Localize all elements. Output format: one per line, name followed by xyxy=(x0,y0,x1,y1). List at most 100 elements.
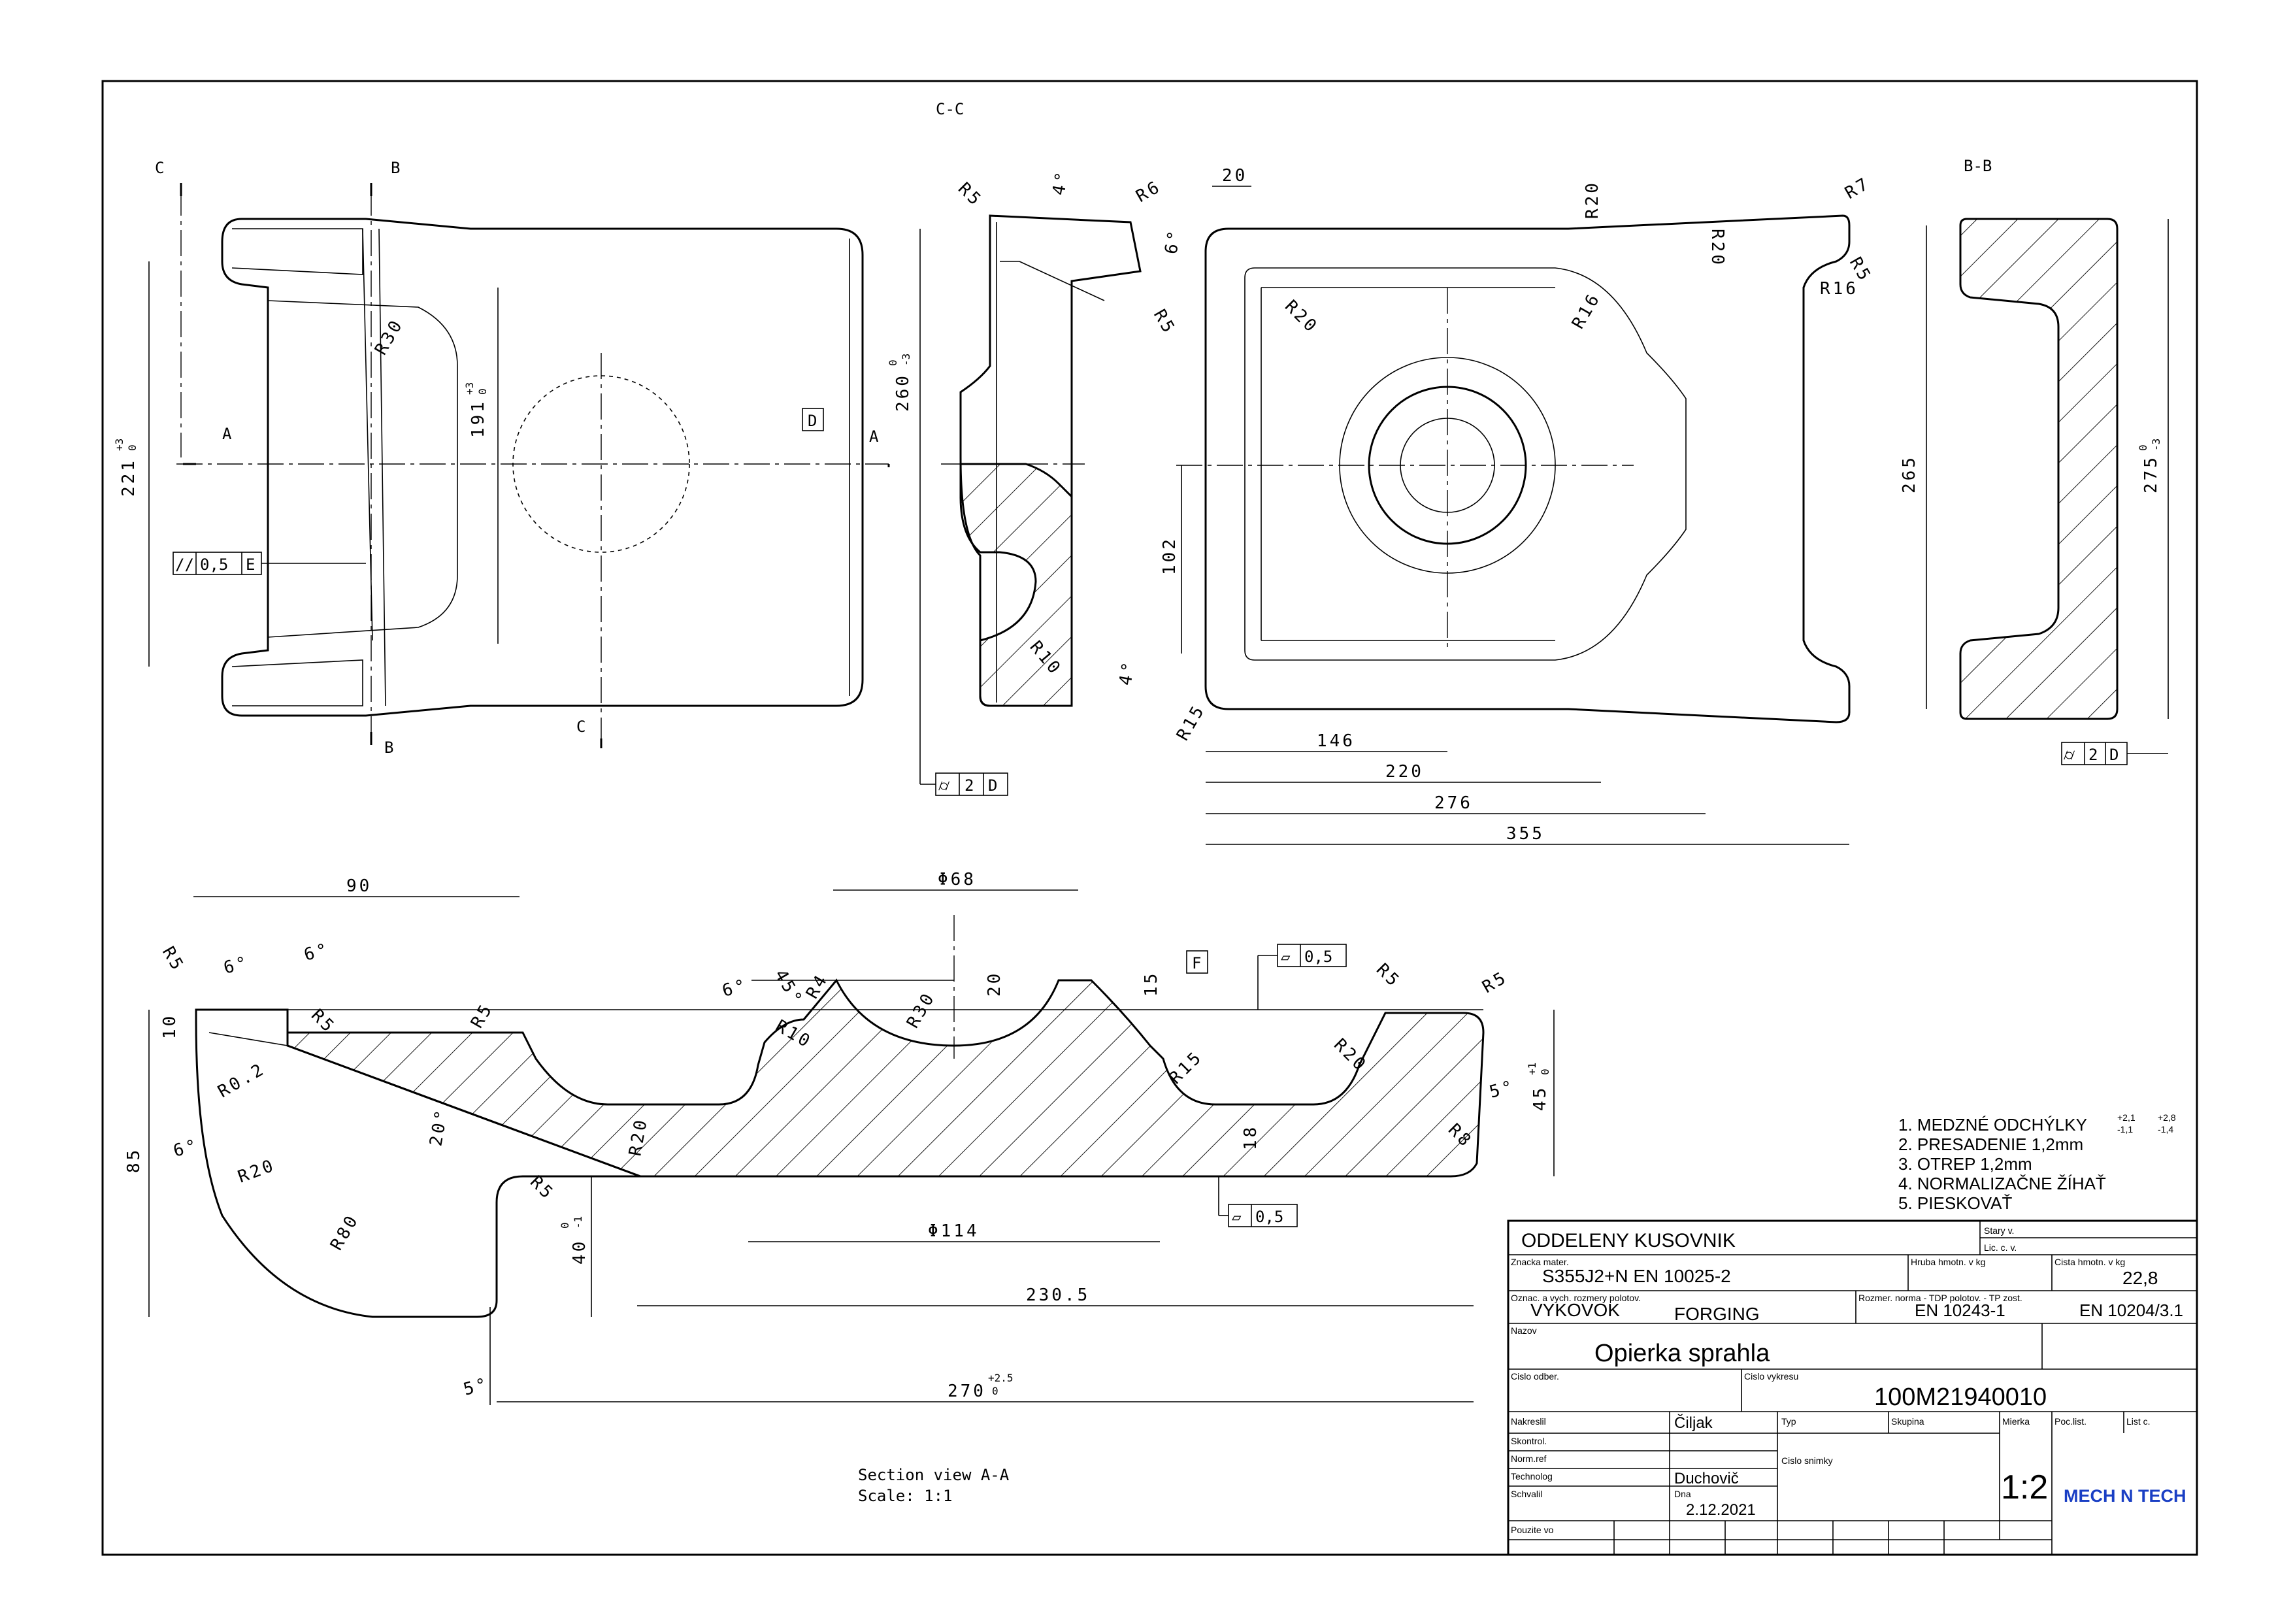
section-bb-label: B-B xyxy=(1964,157,1992,175)
dim-aa-230-5: 230.5 xyxy=(1026,1285,1090,1305)
tolerance-frame-flatness-bb: ⌭ 2 D xyxy=(2061,742,2168,765)
dim-r16-front: R16 xyxy=(1820,279,1858,299)
section-cc-label: C-C xyxy=(936,100,964,118)
drawing-border xyxy=(101,80,2198,1556)
dim-side-6deg: 6° xyxy=(1161,227,1185,256)
tb-norm-ref-label: Norm.ref xyxy=(1511,1453,1547,1464)
dim-aa-r5-f: R5 xyxy=(1479,967,1511,997)
tb-cista: 22,8 xyxy=(2122,1268,2158,1288)
dim-aa-40: 40 xyxy=(570,1239,589,1265)
dim-aa-20: 20 xyxy=(985,971,1004,997)
dim-r30: R30 xyxy=(371,315,407,358)
note-tol-4: -1,4 xyxy=(2158,1124,2173,1135)
dim-aa-45: 45 xyxy=(1530,1085,1550,1111)
tb-company: MECH N TECH xyxy=(2064,1486,2186,1506)
tb-lic-c-v: Lic. c. v. xyxy=(1984,1242,2017,1253)
dim-aa-20deg: 20° xyxy=(426,1106,452,1148)
tb-rozmer-1: EN 10243-1 xyxy=(1915,1301,2005,1320)
dim-aa-270-tol-upper: +2.5 xyxy=(988,1372,1014,1384)
cut-letter-a-right: A xyxy=(869,427,879,446)
dim-aa-18: 18 xyxy=(1241,1125,1261,1150)
dim-r15-front: R15 xyxy=(1173,701,1209,744)
dim-275-tol-lower: -3 xyxy=(2150,439,2162,451)
dim-90: 90 xyxy=(346,876,372,896)
tb-technolog-label: Technolog xyxy=(1511,1471,1553,1482)
note-tol-3: +2,8 xyxy=(2158,1112,2176,1123)
tb-znacka: S355J2+N EN 10025-2 xyxy=(1542,1266,1731,1286)
dim-side-r6: R6 xyxy=(1133,176,1165,207)
dim-20: 20 xyxy=(1222,166,1247,186)
dim-aa-r0-2: R0.2 xyxy=(215,1059,269,1102)
dim-aa-phi114: Φ114 xyxy=(928,1221,980,1241)
tb-rozmer-2: EN 10204/3.1 xyxy=(2079,1301,2183,1320)
dim-r16-pocket: R16 xyxy=(1568,289,1604,332)
tb-list-c-label: List c. xyxy=(2126,1416,2151,1427)
svg-text:2: 2 xyxy=(2088,746,2098,764)
tb-cislo-odber-label: Cislo odber. xyxy=(1511,1371,1559,1382)
dim-side-4deg-top: 4° xyxy=(1049,168,1072,197)
tb-typ-label: Typ xyxy=(1781,1416,1796,1427)
svg-text://: // xyxy=(175,555,194,574)
note-tol-1: +2,1 xyxy=(2117,1112,2136,1123)
side-view-cc: C-C R5 4° R6 6° R5 R10 4° ⌭ 2 D xyxy=(919,100,1185,796)
dim-side-r5-top: R5 xyxy=(954,179,986,211)
cut-letter-c-top: C xyxy=(155,159,164,177)
tb-nazov: Opierka sprahla xyxy=(1594,1340,1770,1367)
side-view-section xyxy=(959,463,1073,707)
title-block: ODDELENY KUSOVNIK Stary v. Lic. c. v. Zn… xyxy=(1507,1219,2198,1556)
tb-cislo-vykresu-label: Cislo vykresu xyxy=(1744,1371,1798,1382)
tb-cista-label: Cista hmotn. v kg xyxy=(2054,1257,2125,1267)
dim-221: 221 xyxy=(119,458,139,497)
dim-aa-45-tol-lower: 0 xyxy=(1539,1069,1551,1075)
tb-hruba-label: Hruba hmotn. v kg xyxy=(1911,1257,1985,1267)
dim-260-tol-lower: -3 xyxy=(900,354,912,366)
cut-markers xyxy=(180,183,890,748)
dim-side-4deg-bottom: 4° xyxy=(1115,658,1139,687)
section-aa-scale: Scale: 1:1 xyxy=(858,1487,953,1505)
dim-aa-6deg-b: 6° xyxy=(302,940,332,965)
note-1: 1. MEDZNÉ ODCHÝLKY xyxy=(1898,1115,2087,1135)
section-aa-left-body xyxy=(195,1008,641,1318)
dim-355: 355 xyxy=(1506,824,1545,844)
dim-aa-85: 85 xyxy=(124,1148,144,1173)
cut-letter-c-bottom: C xyxy=(576,718,586,736)
section-aa-top-edge xyxy=(196,1009,1483,1046)
tb-nakreslil-label: Nakreslil xyxy=(1511,1416,1546,1427)
dim-221-tol-lower: 0 xyxy=(126,444,139,451)
tolerance-frame-flatness-cc: ⌭ 2 D xyxy=(919,706,1008,796)
section-aa-title: Section view A-A xyxy=(858,1466,1010,1484)
svg-text:▱: ▱ xyxy=(1232,1208,1242,1226)
dim-r7: R7 xyxy=(1842,173,1874,203)
tb-znacka-label: Znacka mater. xyxy=(1511,1257,1569,1267)
dim-aa-phi68: Φ68 xyxy=(938,870,976,889)
note-2: 2. PRESADENIE 1,2mm xyxy=(1898,1135,2083,1154)
svg-text:2: 2 xyxy=(965,776,974,795)
section-bb-profile xyxy=(1959,218,2119,720)
tolerance-frame-flatness-bottom: ▱ 0,5 xyxy=(1218,1176,1298,1227)
dim-220: 220 xyxy=(1385,762,1424,782)
notes: 1. MEDZNÉ ODCHÝLKY 2. PRESADENIE 1,2mm 3… xyxy=(1898,1112,2176,1213)
dim-aa-r80: R80 xyxy=(327,1210,363,1253)
tb-nakreslil: Čiljak xyxy=(1674,1414,1713,1432)
tb-mierka-label: Mierka xyxy=(2002,1416,2030,1427)
dim-aa-10: 10 xyxy=(160,1014,180,1039)
tb-dna: 2.12.2021 xyxy=(1686,1501,1756,1519)
dim-r20-top-a: R20 xyxy=(1583,180,1602,219)
dim-aa-270: 270 xyxy=(948,1382,986,1401)
dim-265: 265 xyxy=(1900,455,1919,493)
dim-260: 260 xyxy=(893,373,913,412)
cut-letter-b-bottom: B xyxy=(384,738,393,757)
section-aa-hatched xyxy=(286,978,1485,1178)
tb-poc-list-label: Poc.list. xyxy=(2054,1416,2087,1427)
dim-aa-6deg-a: 6° xyxy=(222,953,252,978)
front-view-pocket xyxy=(1244,267,1687,661)
dim-aa-r20-a: R20 xyxy=(235,1155,278,1187)
tb-skontrol-label: Skontrol. xyxy=(1511,1436,1547,1446)
svg-text:D: D xyxy=(988,776,997,795)
dim-side-r5: R5 xyxy=(1149,307,1179,339)
svg-text:0,5: 0,5 xyxy=(1304,948,1332,966)
dim-aa-r5-e: R5 xyxy=(1372,960,1404,992)
datum-d-frame xyxy=(802,408,824,431)
front-view: 20 R20 R20 R20 R16 R7 R5 R16 102 R15 146… xyxy=(1160,166,1875,845)
